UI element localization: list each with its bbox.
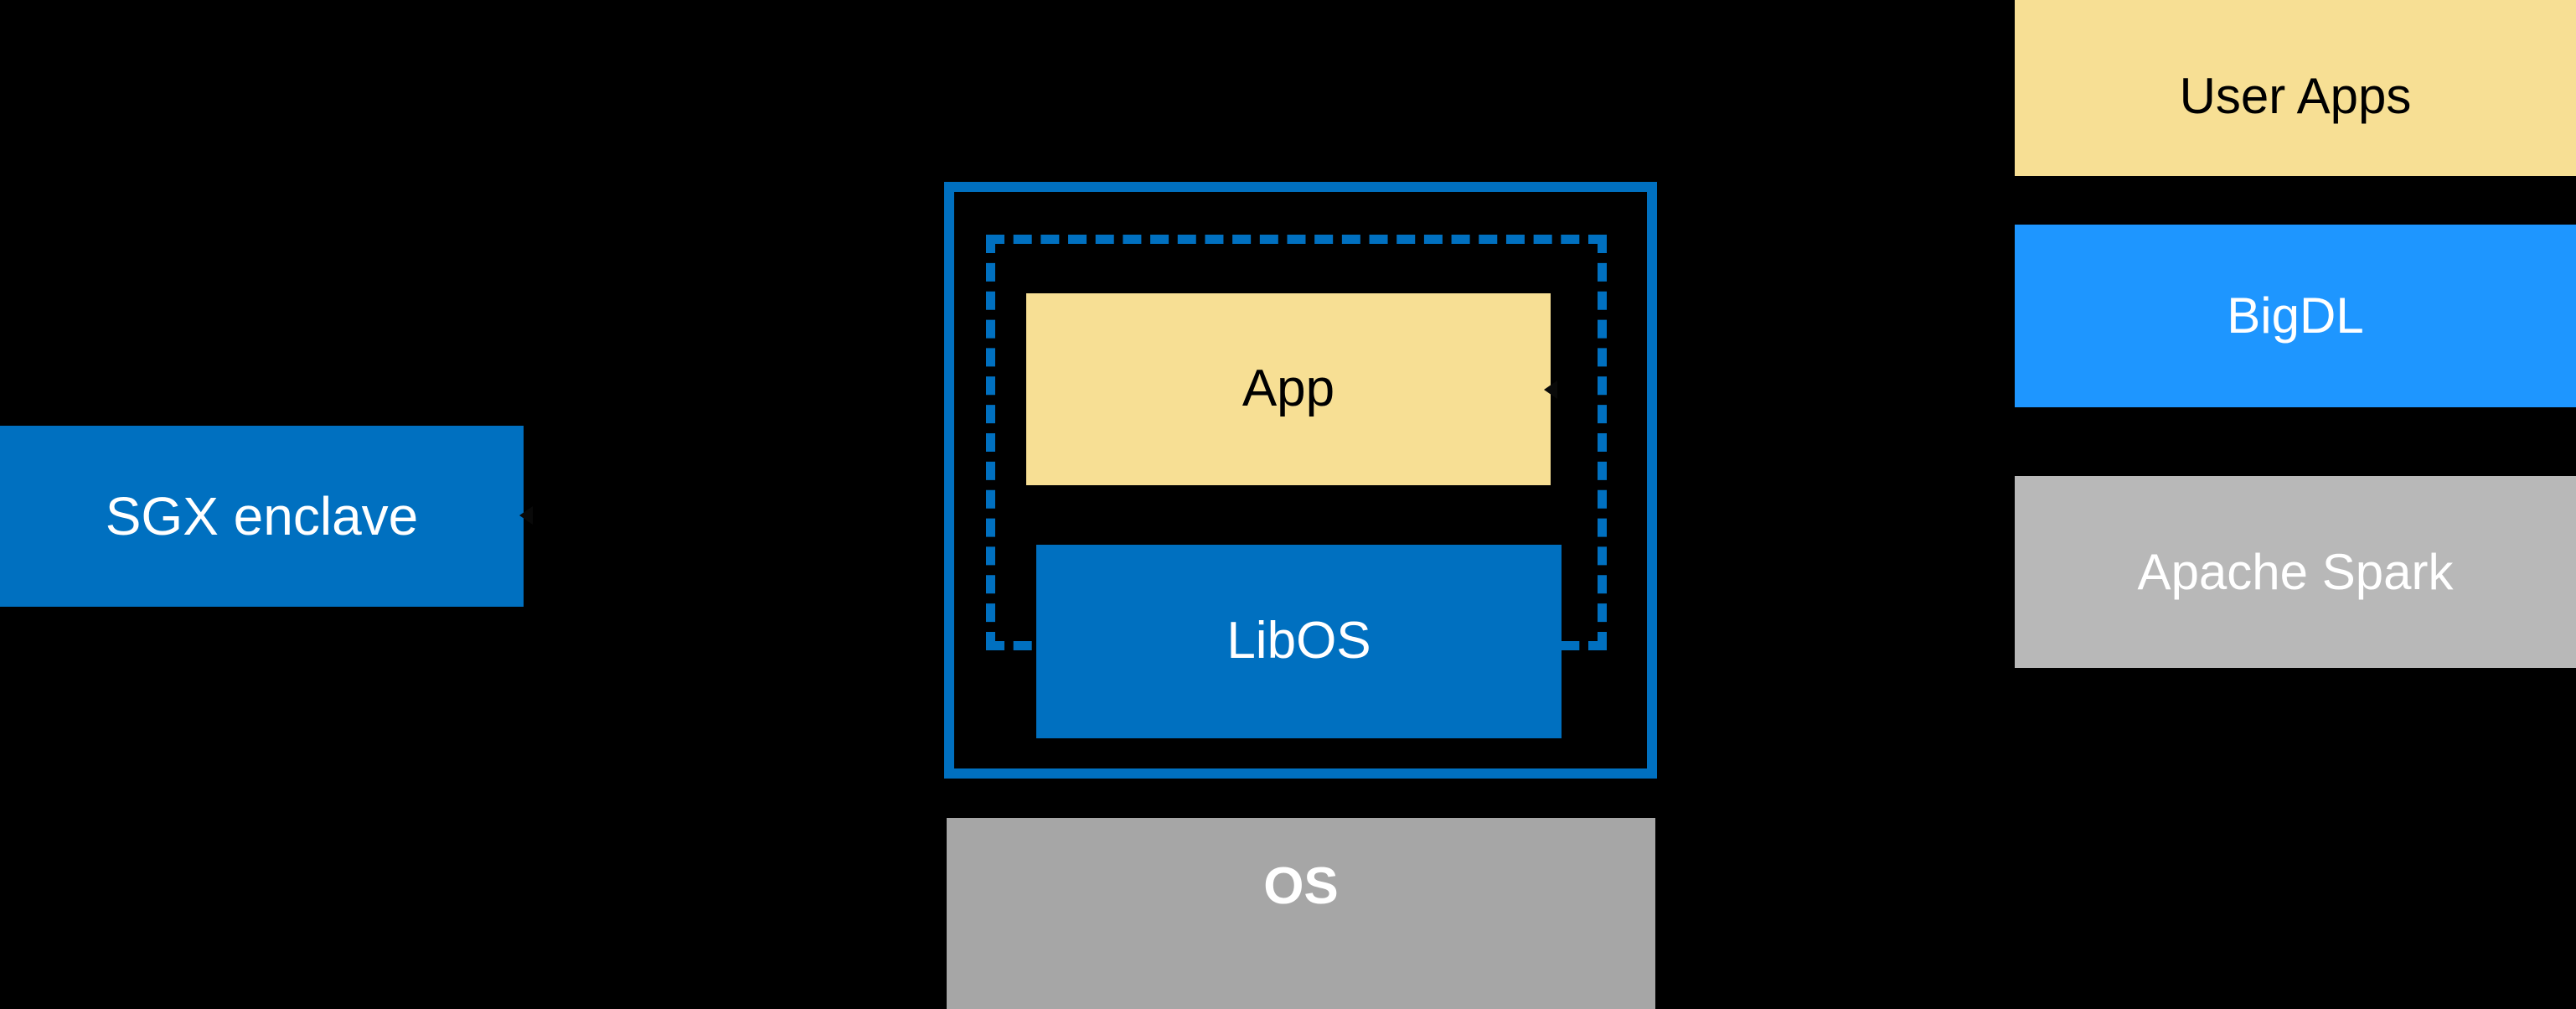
apache-spark-label: Apache Spark bbox=[2137, 543, 2454, 600]
app-label: App bbox=[1242, 360, 1335, 418]
os-box: OS bbox=[947, 818, 1655, 1009]
bigdl-label: BigDL bbox=[2227, 287, 2364, 344]
bigdl-box: BigDL bbox=[2015, 225, 2576, 407]
os-label: OS bbox=[1263, 857, 1339, 915]
app-connector-arrowhead-icon bbox=[1544, 380, 1557, 399]
user-apps-box: User Apps bbox=[2015, 0, 2576, 176]
sgx-connector-arrowhead-icon bbox=[519, 506, 533, 525]
libos-label: LibOS bbox=[1226, 612, 1371, 670]
apache-spark-box: Apache Spark bbox=[2015, 476, 2576, 668]
sgx-enclave-box: SGX enclave bbox=[0, 426, 524, 607]
sgx-enclave-label: SGX enclave bbox=[105, 485, 419, 546]
app-box: App bbox=[1026, 293, 1551, 485]
user-apps-label: User Apps bbox=[2179, 68, 2412, 124]
enclave-boundary-frame bbox=[944, 182, 1657, 779]
libos-box: LibOS bbox=[1036, 545, 1562, 738]
